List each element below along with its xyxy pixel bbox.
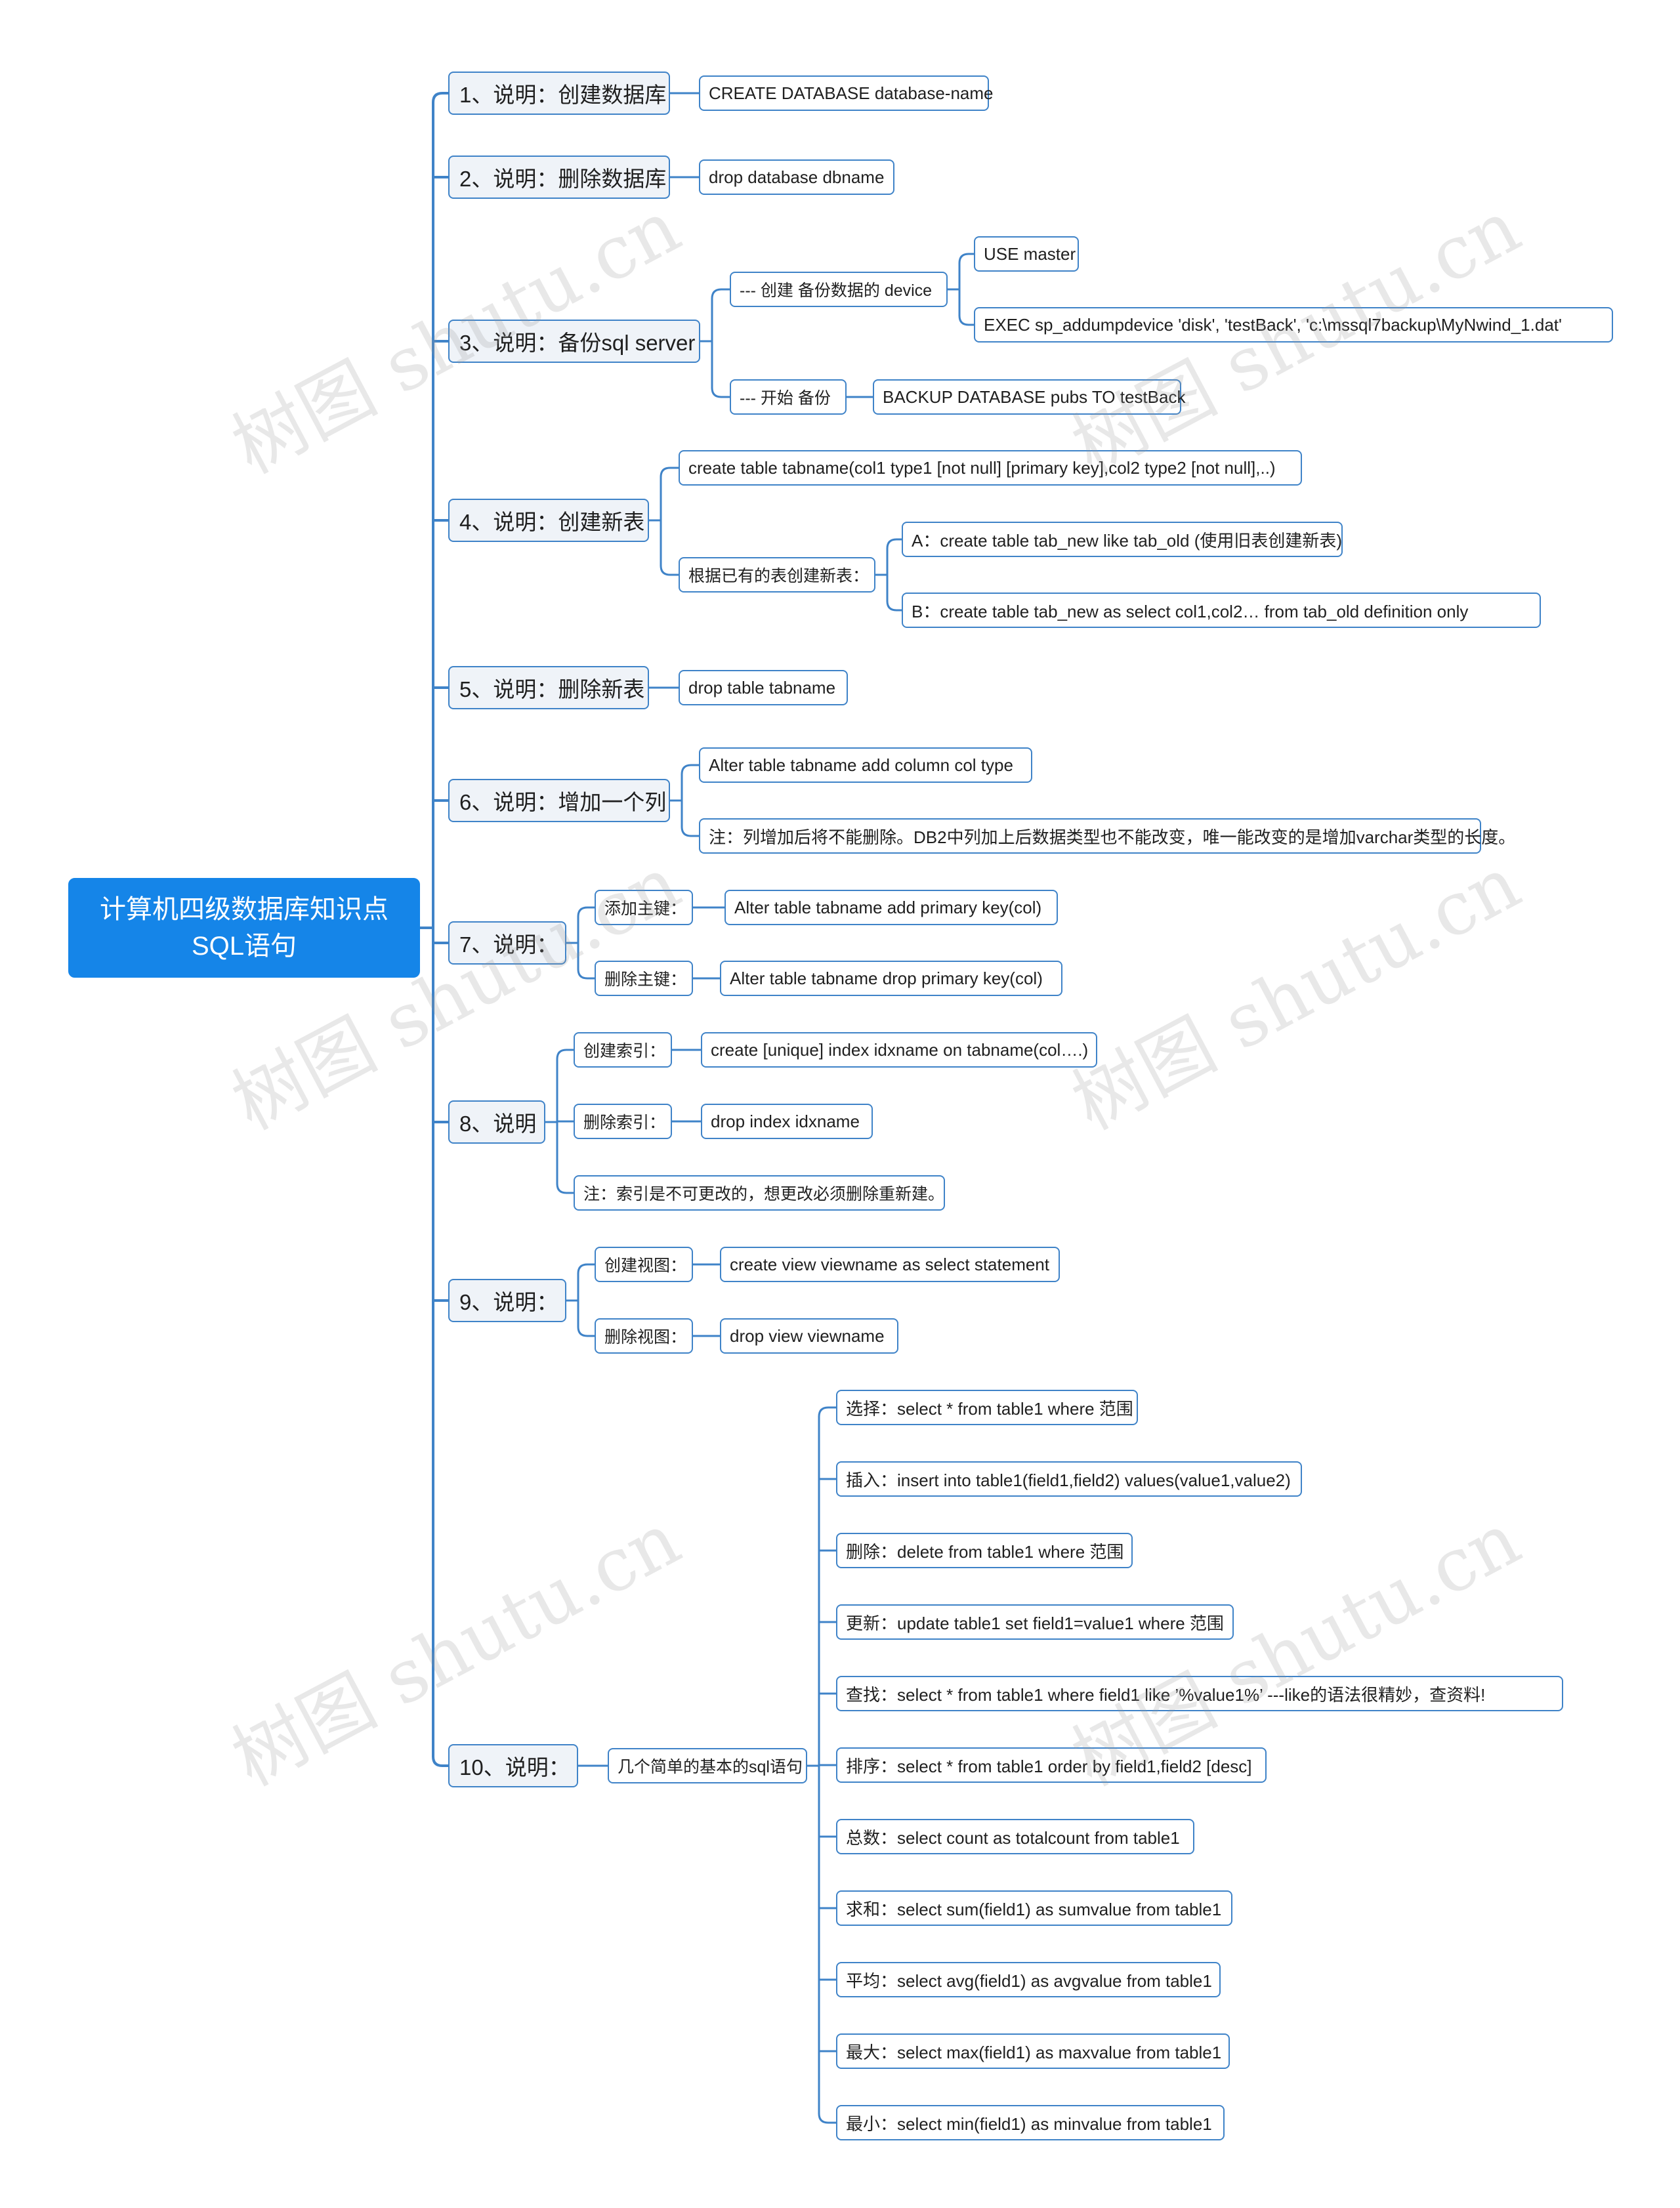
- item-find-like[interactable]: 查找：select * from table1 where field1 lik…: [836, 1676, 1563, 1711]
- item-drop-database[interactable]: drop database dbname: [699, 159, 894, 195]
- item-count[interactable]: 总数：select count as totalcount from table…: [836, 1819, 1194, 1854]
- item-max[interactable]: 最大：select max(field1) as maxvalue from t…: [836, 2033, 1230, 2069]
- connector: [711, 386, 731, 398]
- item-use-master[interactable]: USE master: [974, 236, 1079, 272]
- group-basic-sql[interactable]: 几个简单的基本的sql语句: [608, 1748, 807, 1783]
- group-create-from-existing[interactable]: 根据已有的表创建新表：: [679, 557, 875, 593]
- connector: [711, 288, 731, 300]
- item-drop-index[interactable]: drop index idxname: [701, 1104, 873, 1139]
- item-exec-addumpdevice[interactable]: EXEC sp_addumpdevice 'disk', 'testBack',…: [974, 307, 1613, 343]
- connector: [577, 1325, 596, 1337]
- section-9[interactable]: 9、说明：: [448, 1279, 566, 1322]
- watermark: 树图 shutu.cn: [1059, 840, 1534, 1147]
- section-8[interactable]: 8、说明: [448, 1100, 545, 1144]
- item-create-index[interactable]: create [unique] index idxname on tabname…: [701, 1032, 1097, 1068]
- connector: [556, 1049, 575, 1060]
- connector: [432, 92, 450, 104]
- root-topic[interactable]: 计算机四级数据库知识点SQL语句: [68, 878, 420, 978]
- connector: [556, 1182, 575, 1194]
- section-7[interactable]: 7、说明：: [448, 921, 566, 965]
- connector: [660, 467, 680, 478]
- item-add-primary-key[interactable]: Alter table tabname add primary key(col): [724, 890, 1058, 925]
- group-create-index[interactable]: 创建索引：: [574, 1032, 672, 1068]
- item-add-column-note[interactable]: 注：列增加后将不能删除。DB2中列加上后数据类型也不能改变，唯一能改变的是增加v…: [699, 818, 1515, 854]
- item-backup-database[interactable]: BACKUP DATABASE pubs TO testBack: [873, 379, 1185, 415]
- connector: [958, 314, 975, 326]
- item-drop-primary-key[interactable]: Alter table tabname drop primary key(col…: [720, 961, 1062, 996]
- group-drop-primary-key[interactable]: 删除主键：: [595, 961, 693, 996]
- item-create-database[interactable]: CREATE DATABASE database-name: [699, 75, 994, 111]
- connector: [681, 764, 700, 776]
- item-drop-table[interactable]: drop table tabname: [679, 670, 848, 705]
- section-4[interactable]: 4、说明：创建新表: [448, 499, 649, 542]
- item-avg[interactable]: 平均：select avg(field1) as avgvalue from t…: [836, 1962, 1221, 1997]
- item-alter-add-column[interactable]: Alter table tabname add column col type: [699, 747, 1032, 783]
- connector: [577, 1263, 596, 1275]
- connector: [886, 538, 903, 550]
- group-create-backup-device[interactable]: --- 创建 备份数据的 device: [730, 272, 948, 307]
- section-1[interactable]: 1、说明：创建数据库: [448, 72, 670, 115]
- connector: [886, 600, 903, 612]
- section-10[interactable]: 10、说明：: [448, 1744, 578, 1787]
- item-min[interactable]: 最小：select min(field1) as minvalue from t…: [836, 2105, 1225, 2140]
- connector: [681, 825, 700, 837]
- item-select[interactable]: 选择：select * from table1 where 范围: [836, 1390, 1138, 1425]
- item-drop-view[interactable]: drop view viewname: [720, 1318, 898, 1354]
- group-add-primary-key[interactable]: 添加主键：: [595, 890, 693, 925]
- item-update[interactable]: 更新：update table1 set field1=value1 where…: [836, 1604, 1234, 1640]
- item-sum[interactable]: 求和：select sum(field1) as sumvalue from t…: [836, 1890, 1232, 1926]
- group-drop-view[interactable]: 删除视图：: [595, 1318, 693, 1354]
- item-index-note[interactable]: 注：索引是不可更改的，想更改必须删除重新建。: [574, 1175, 945, 1211]
- connector: [818, 2112, 837, 2124]
- connector: [660, 564, 680, 576]
- item-insert[interactable]: 插入：insert into table1(field1,field2) val…: [836, 1461, 1302, 1497]
- group-create-view[interactable]: 创建视图：: [595, 1247, 693, 1282]
- group-drop-index[interactable]: 删除索引：: [574, 1104, 672, 1139]
- item-create-like[interactable]: A：create table tab_new like tab_old (使用旧…: [902, 522, 1343, 557]
- connector: [432, 1755, 450, 1767]
- item-order-by[interactable]: 排序：select * from table1 order by field1,…: [836, 1747, 1267, 1783]
- section-6[interactable]: 6、说明：增加一个列: [448, 779, 670, 822]
- section-2[interactable]: 2、说明：删除数据库: [448, 156, 670, 199]
- item-create-as-select[interactable]: B：create table tab_new as select col1,co…: [902, 593, 1541, 628]
- group-start-backup[interactable]: --- 开始 备份: [730, 379, 847, 415]
- connector: [818, 1406, 837, 1418]
- item-delete[interactable]: 删除：delete from table1 where 范围: [836, 1533, 1133, 1568]
- connector: [577, 968, 596, 980]
- connector: [958, 253, 975, 264]
- item-create-table[interactable]: create table tabname(col1 type1 [not nul…: [679, 450, 1302, 486]
- connector: [577, 906, 596, 918]
- item-create-view[interactable]: create view viewname as select statement: [720, 1247, 1060, 1282]
- section-5[interactable]: 5、说明：删除新表: [448, 666, 649, 709]
- section-3[interactable]: 3、说明：备份sql server: [448, 320, 700, 363]
